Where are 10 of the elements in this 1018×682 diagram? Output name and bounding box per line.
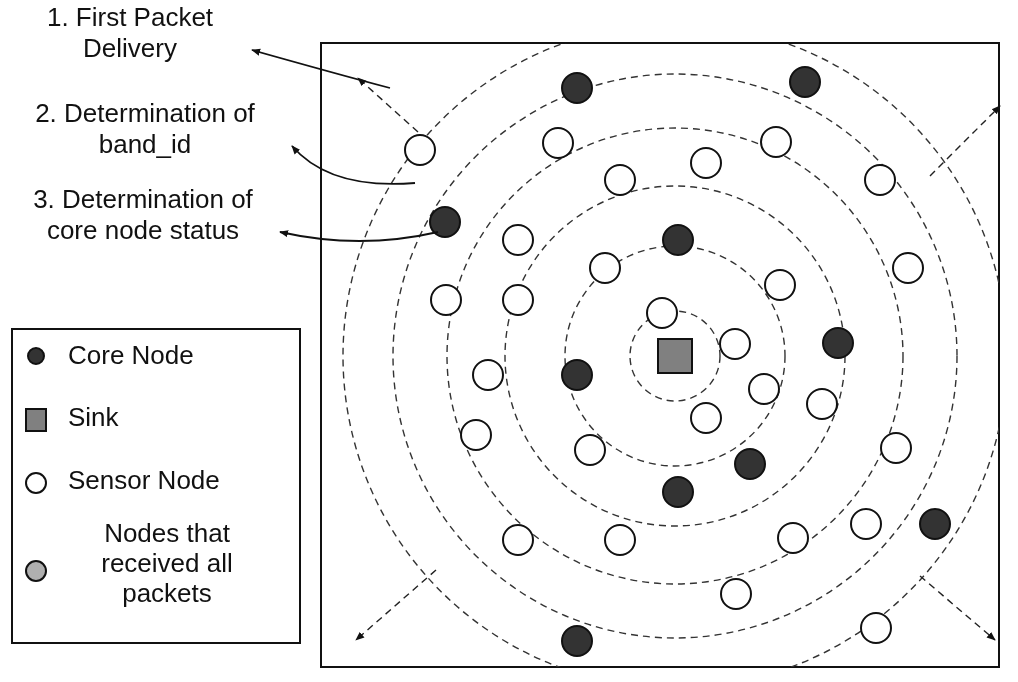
leader-line (251, 48, 391, 89)
legend-label: Core Node (68, 340, 194, 370)
callout-text: 1. First Packet Delivery (10, 2, 250, 64)
leader-line (279, 230, 439, 242)
legend-label: Nodes that received all packets (100, 518, 234, 608)
legend-label: Sink (68, 402, 119, 432)
callout-text: 2. Determination of band_id (0, 98, 290, 160)
callout-text: 3. Determination of core node status (8, 184, 278, 246)
legend-label: Sensor Node (68, 465, 220, 495)
leader-line (291, 145, 416, 185)
